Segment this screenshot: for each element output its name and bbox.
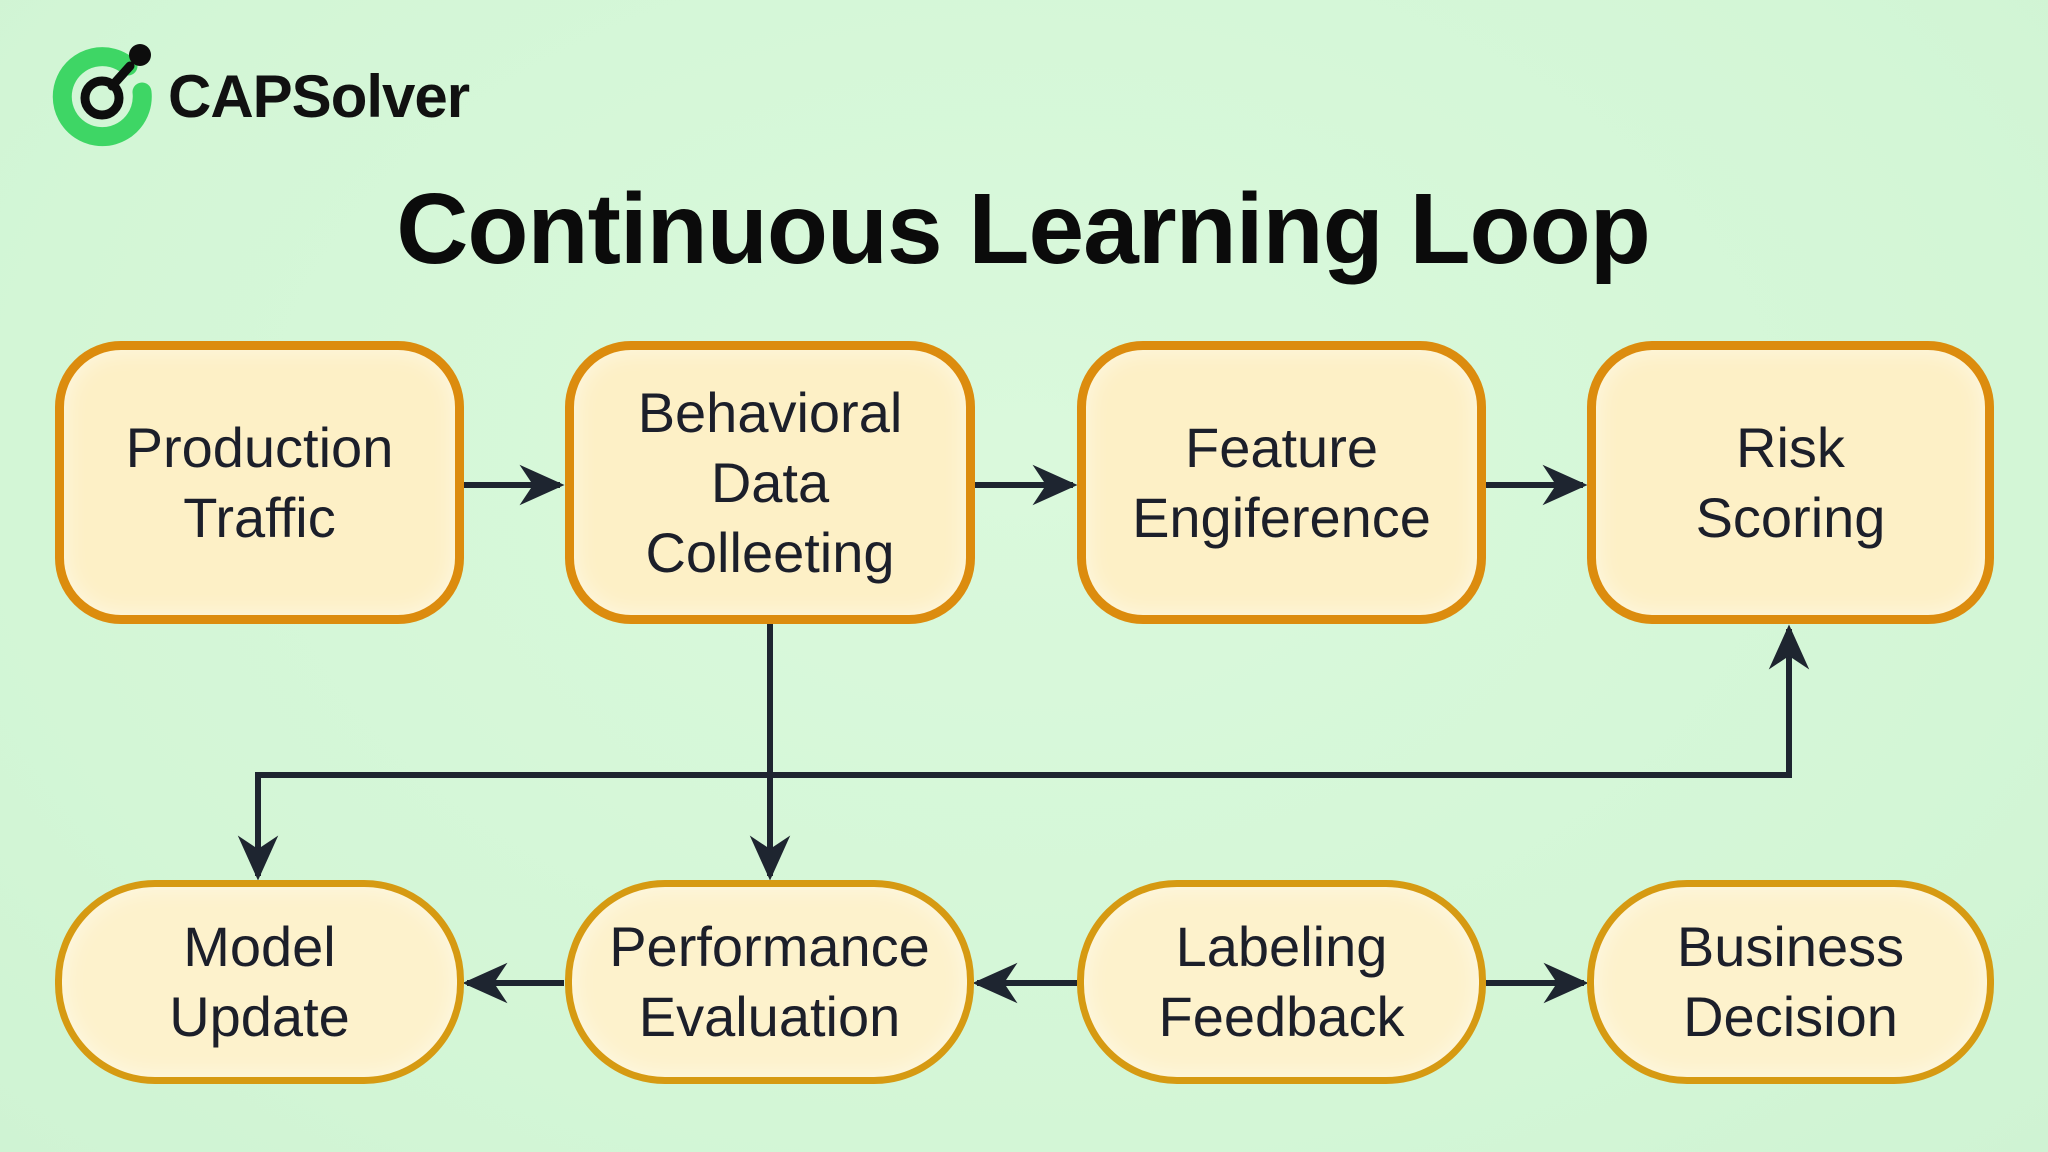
node-business-decision: Business Decision [1587,880,1994,1084]
node-label: Business Decision [1676,915,1905,1048]
node-feature-engineering: Feature Engiference [1077,341,1486,624]
node-label: Production Traffic [125,415,394,549]
node-labeling-feedback: Labeling Feedback [1077,880,1486,1084]
page-title: Continuous Learning Loop [0,172,2048,287]
node-production-traffic: Production Traffic [55,341,464,624]
node-label: Model Update [169,915,350,1048]
node-behavioral-data-collecting: Behavioral Data Colleeting [565,341,975,624]
node-label: Behavioral Data Colleeting [637,380,903,584]
node-label: Risk Scoring [1695,415,1886,549]
brand-name: CAPSolver [168,63,470,130]
node-label: Feature Engiference [1132,415,1431,549]
node-performance-evaluation: Performance Evaluation [565,880,974,1084]
node-model-update: Model Update [55,880,464,1084]
node-label: Labeling Feedback [1158,915,1405,1048]
capsolver-logo-icon [52,44,152,147]
brand-logo: CAPSolver [50,40,470,150]
page-title-text: Continuous Learning Loop [396,173,1651,285]
node-risk-scoring: Risk Scoring [1587,341,1994,624]
node-label: Performance Evaluation [609,915,930,1048]
